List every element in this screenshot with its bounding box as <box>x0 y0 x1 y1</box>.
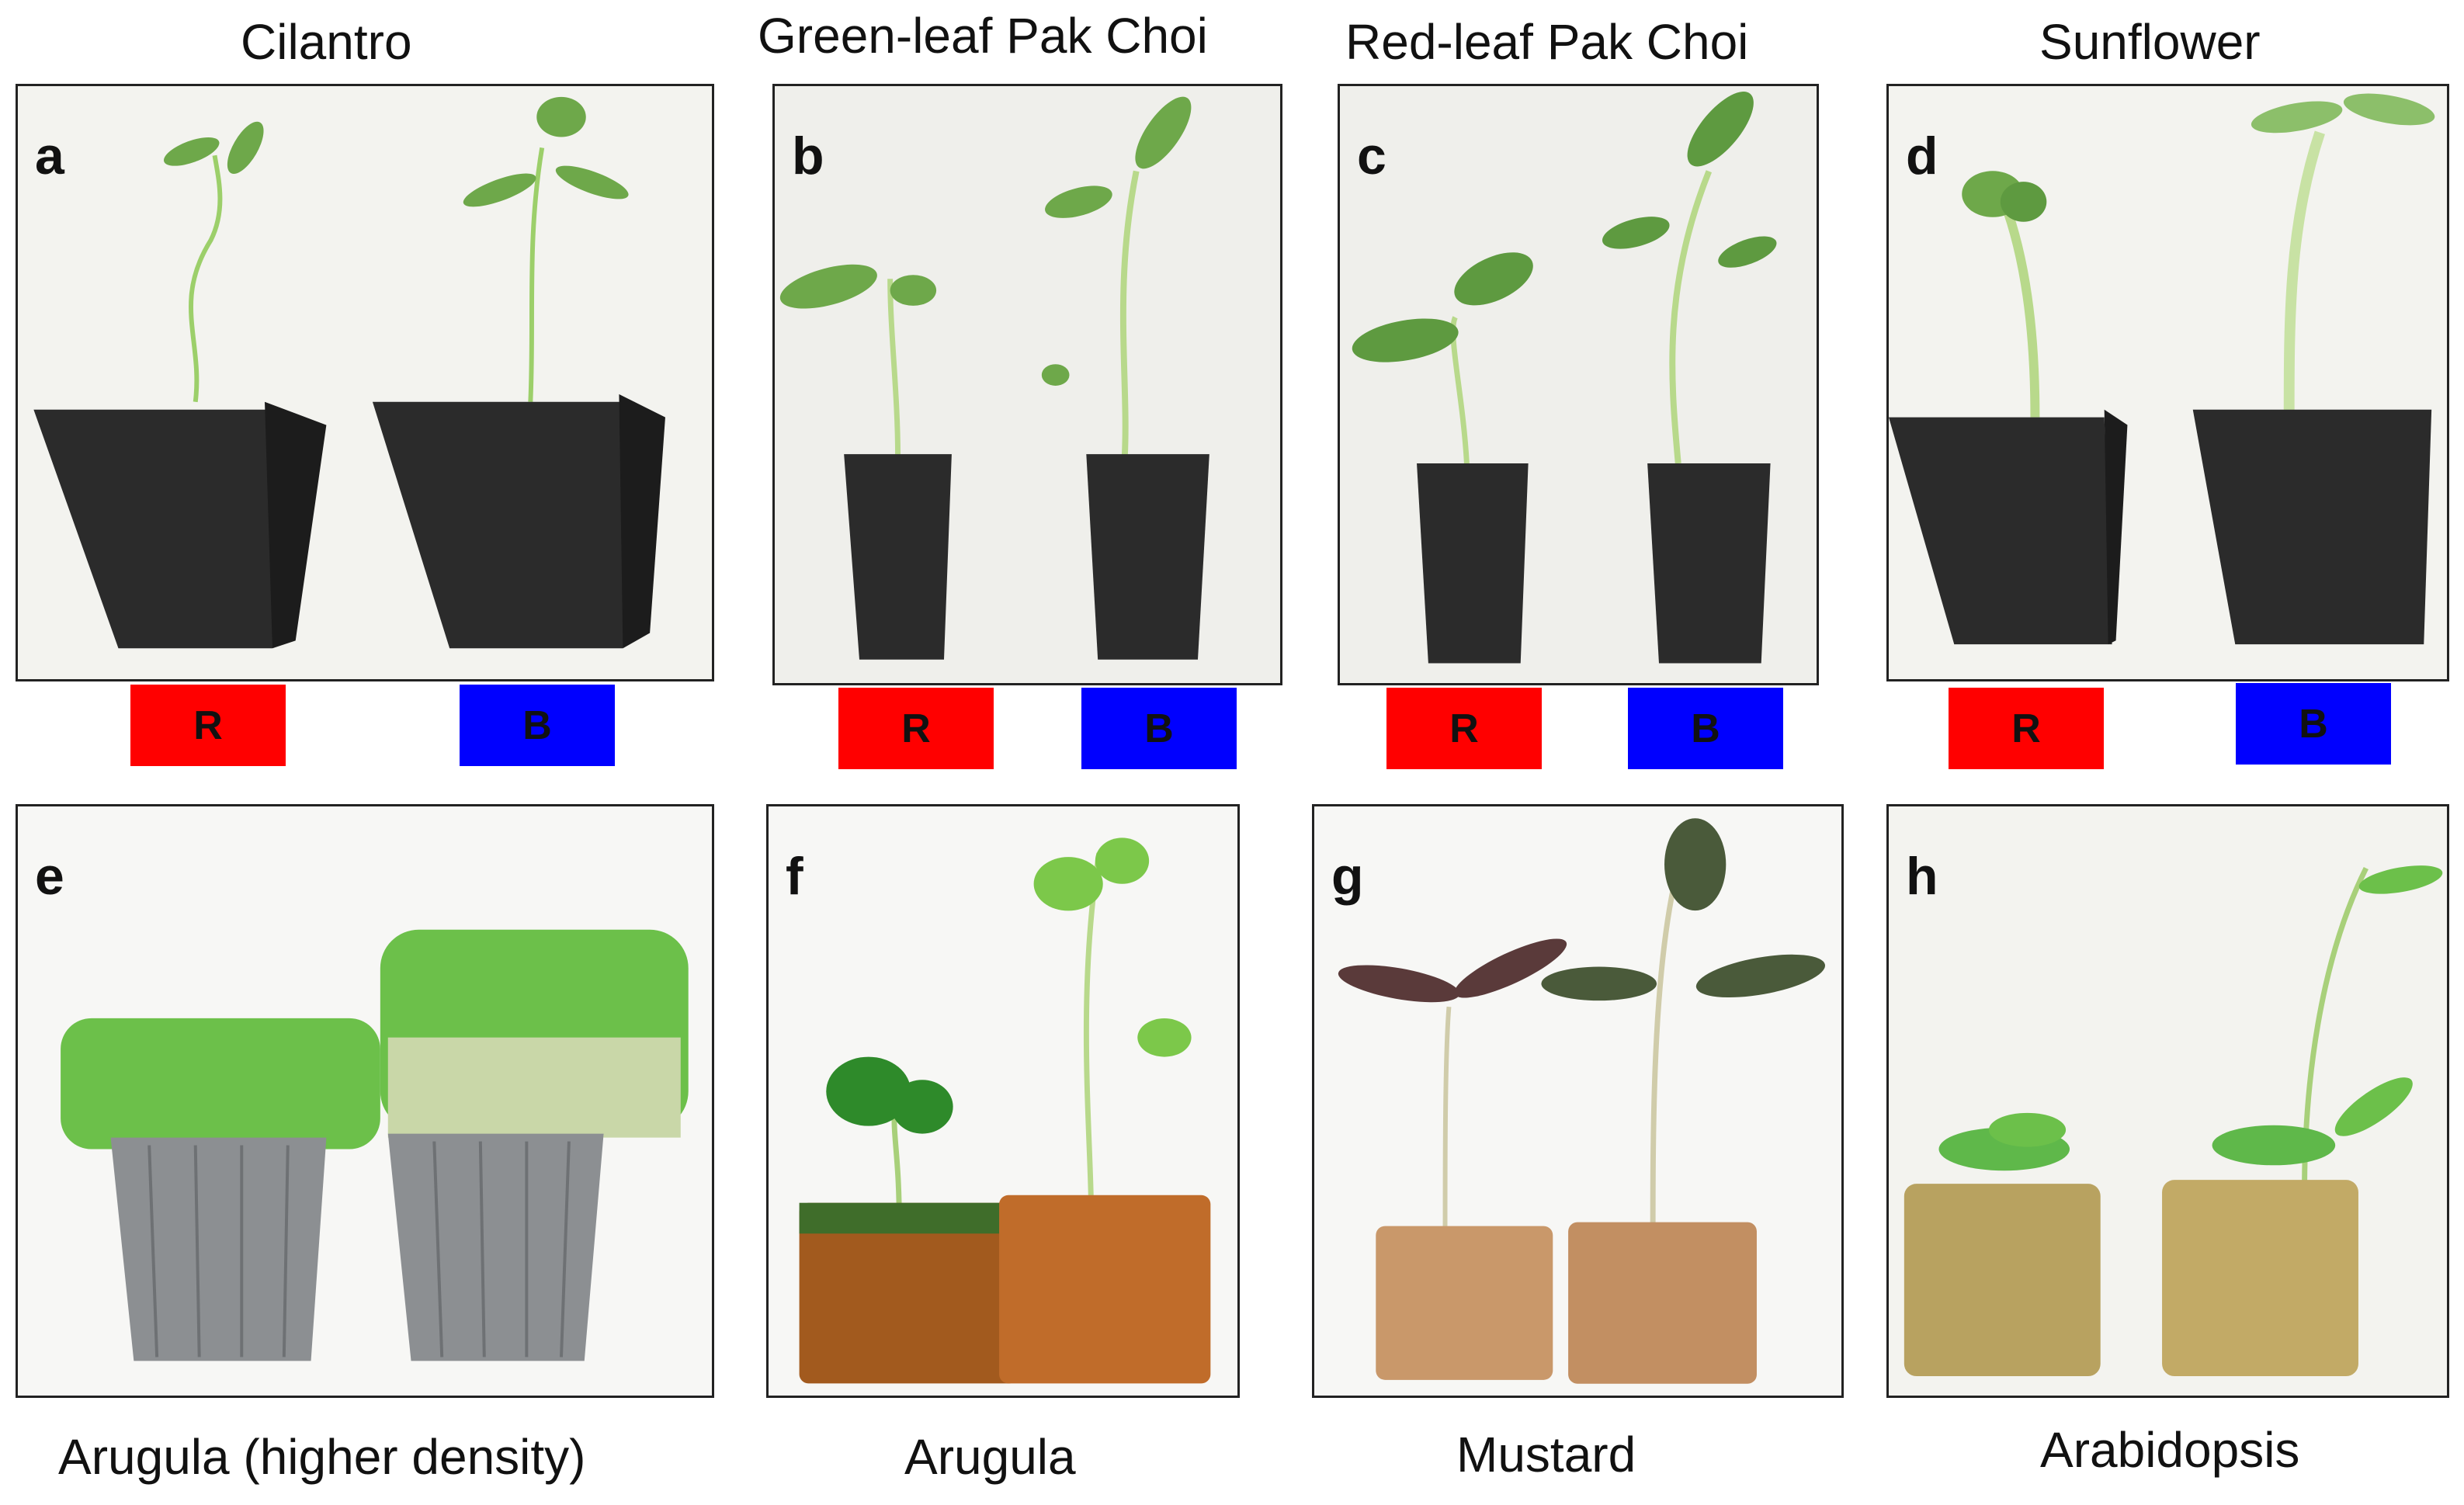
title-cilantro: Cilantro <box>241 14 412 70</box>
panel-g-mustard: g <box>1312 804 1844 1398</box>
panel-letter-c: c <box>1357 127 1386 186</box>
panel-a-cilantro: a <box>16 84 714 681</box>
tag-b-b: B <box>1081 688 1237 769</box>
tag-r-b: R <box>838 688 994 769</box>
arugula-dense-photo <box>18 806 712 1396</box>
panel-f-arugula: f <box>766 804 1240 1398</box>
arabidopsis-photo <box>1889 806 2447 1396</box>
caption-arugula-higher-density: Arugula (higher density) <box>58 1429 586 1485</box>
panel-d-sunflower: d <box>1886 84 2449 681</box>
title-green-leaf-pak-choi: Green-leaf Pak Choi <box>758 8 1208 64</box>
tag-b-d: B <box>2236 683 2391 765</box>
panel-letter-h: h <box>1906 847 1938 906</box>
panel-h-arabidopsis: h <box>1886 804 2449 1398</box>
tag-r-d: R <box>1949 688 2104 769</box>
mustard-photo <box>1314 806 1841 1396</box>
caption-mustard: Mustard <box>1456 1427 1636 1482</box>
panel-b-green-leaf-pak-choi: b <box>772 84 1282 685</box>
caption-arugula: Arugula <box>904 1429 1076 1485</box>
panel-letter-a: a <box>35 127 64 186</box>
panel-c-red-leaf-pak-choi: c <box>1338 84 1819 685</box>
sunflower-photo <box>1889 86 2447 679</box>
tag-b-a: B <box>460 685 615 766</box>
panel-letter-f: f <box>786 847 803 906</box>
title-red-leaf-pak-choi: Red-leaf Pak Choi <box>1345 14 1749 70</box>
green-pak-choi-photo <box>775 86 1280 683</box>
tag-b-c: B <box>1628 688 1783 769</box>
red-pak-choi-photo <box>1340 86 1817 683</box>
caption-arabidopsis: Arabidopsis <box>2040 1422 2300 1478</box>
panel-letter-g: g <box>1331 847 1364 906</box>
title-sunflower: Sunflower <box>2039 14 2261 70</box>
tag-r-a: R <box>130 685 286 766</box>
panel-letter-e: e <box>35 847 64 906</box>
panel-letter-b: b <box>792 127 824 186</box>
panel-e-arugula-dense: e <box>16 804 714 1398</box>
panel-letter-d: d <box>1906 127 1938 186</box>
cilantro-photo <box>18 86 712 679</box>
arugula-photo <box>769 806 1237 1396</box>
tag-r-c: R <box>1386 688 1542 769</box>
